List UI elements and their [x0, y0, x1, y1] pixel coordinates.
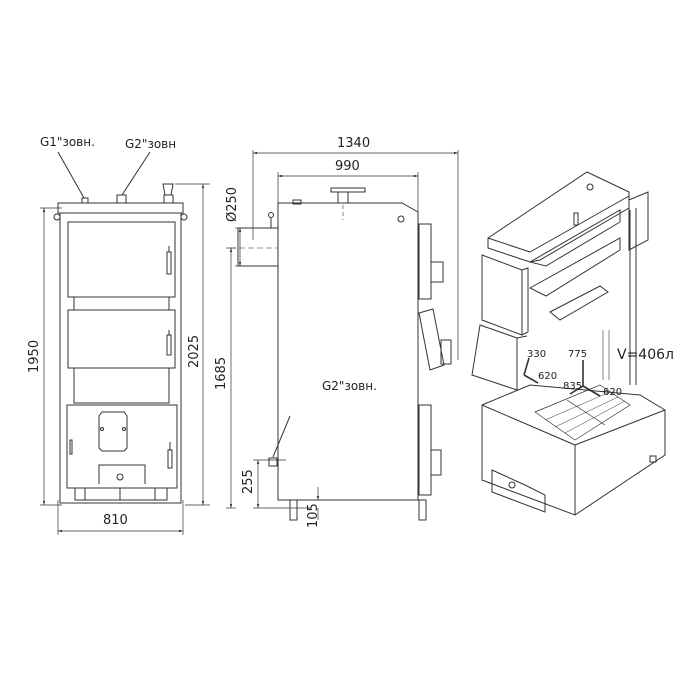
pipe-g1-label: G1"зовн. [40, 135, 95, 149]
dim-chamber-width: 835 [563, 381, 583, 392]
dim-depth-total: 1340 [337, 136, 371, 151]
dim-depth-body: 990 [335, 159, 360, 174]
dim-door-height: 330 [527, 349, 547, 360]
dim-leg-height: 105 [306, 503, 321, 528]
iso-view [471, 171, 666, 516]
dim-flue-height: 1685 [214, 356, 229, 390]
dim-chamber-depth: 620 [603, 387, 623, 398]
dim-door-depth: 620 [538, 371, 558, 382]
side-view [226, 150, 459, 521]
dim-flue-diameter: Ø250 [225, 186, 240, 222]
dim-height-total: 2025 [187, 334, 202, 368]
volume-label: V=406л [617, 347, 674, 363]
dim-width: 810 [103, 513, 128, 528]
dim-return-height: 255 [241, 469, 256, 494]
pipe-g2-bottom-label: G2"зовн. [322, 379, 377, 393]
dim-chamber-height: 775 [568, 349, 588, 360]
front-view [40, 151, 210, 535]
pipe-g2-label: G2"зовн [125, 137, 177, 151]
dim-height-body: 1950 [27, 339, 42, 373]
